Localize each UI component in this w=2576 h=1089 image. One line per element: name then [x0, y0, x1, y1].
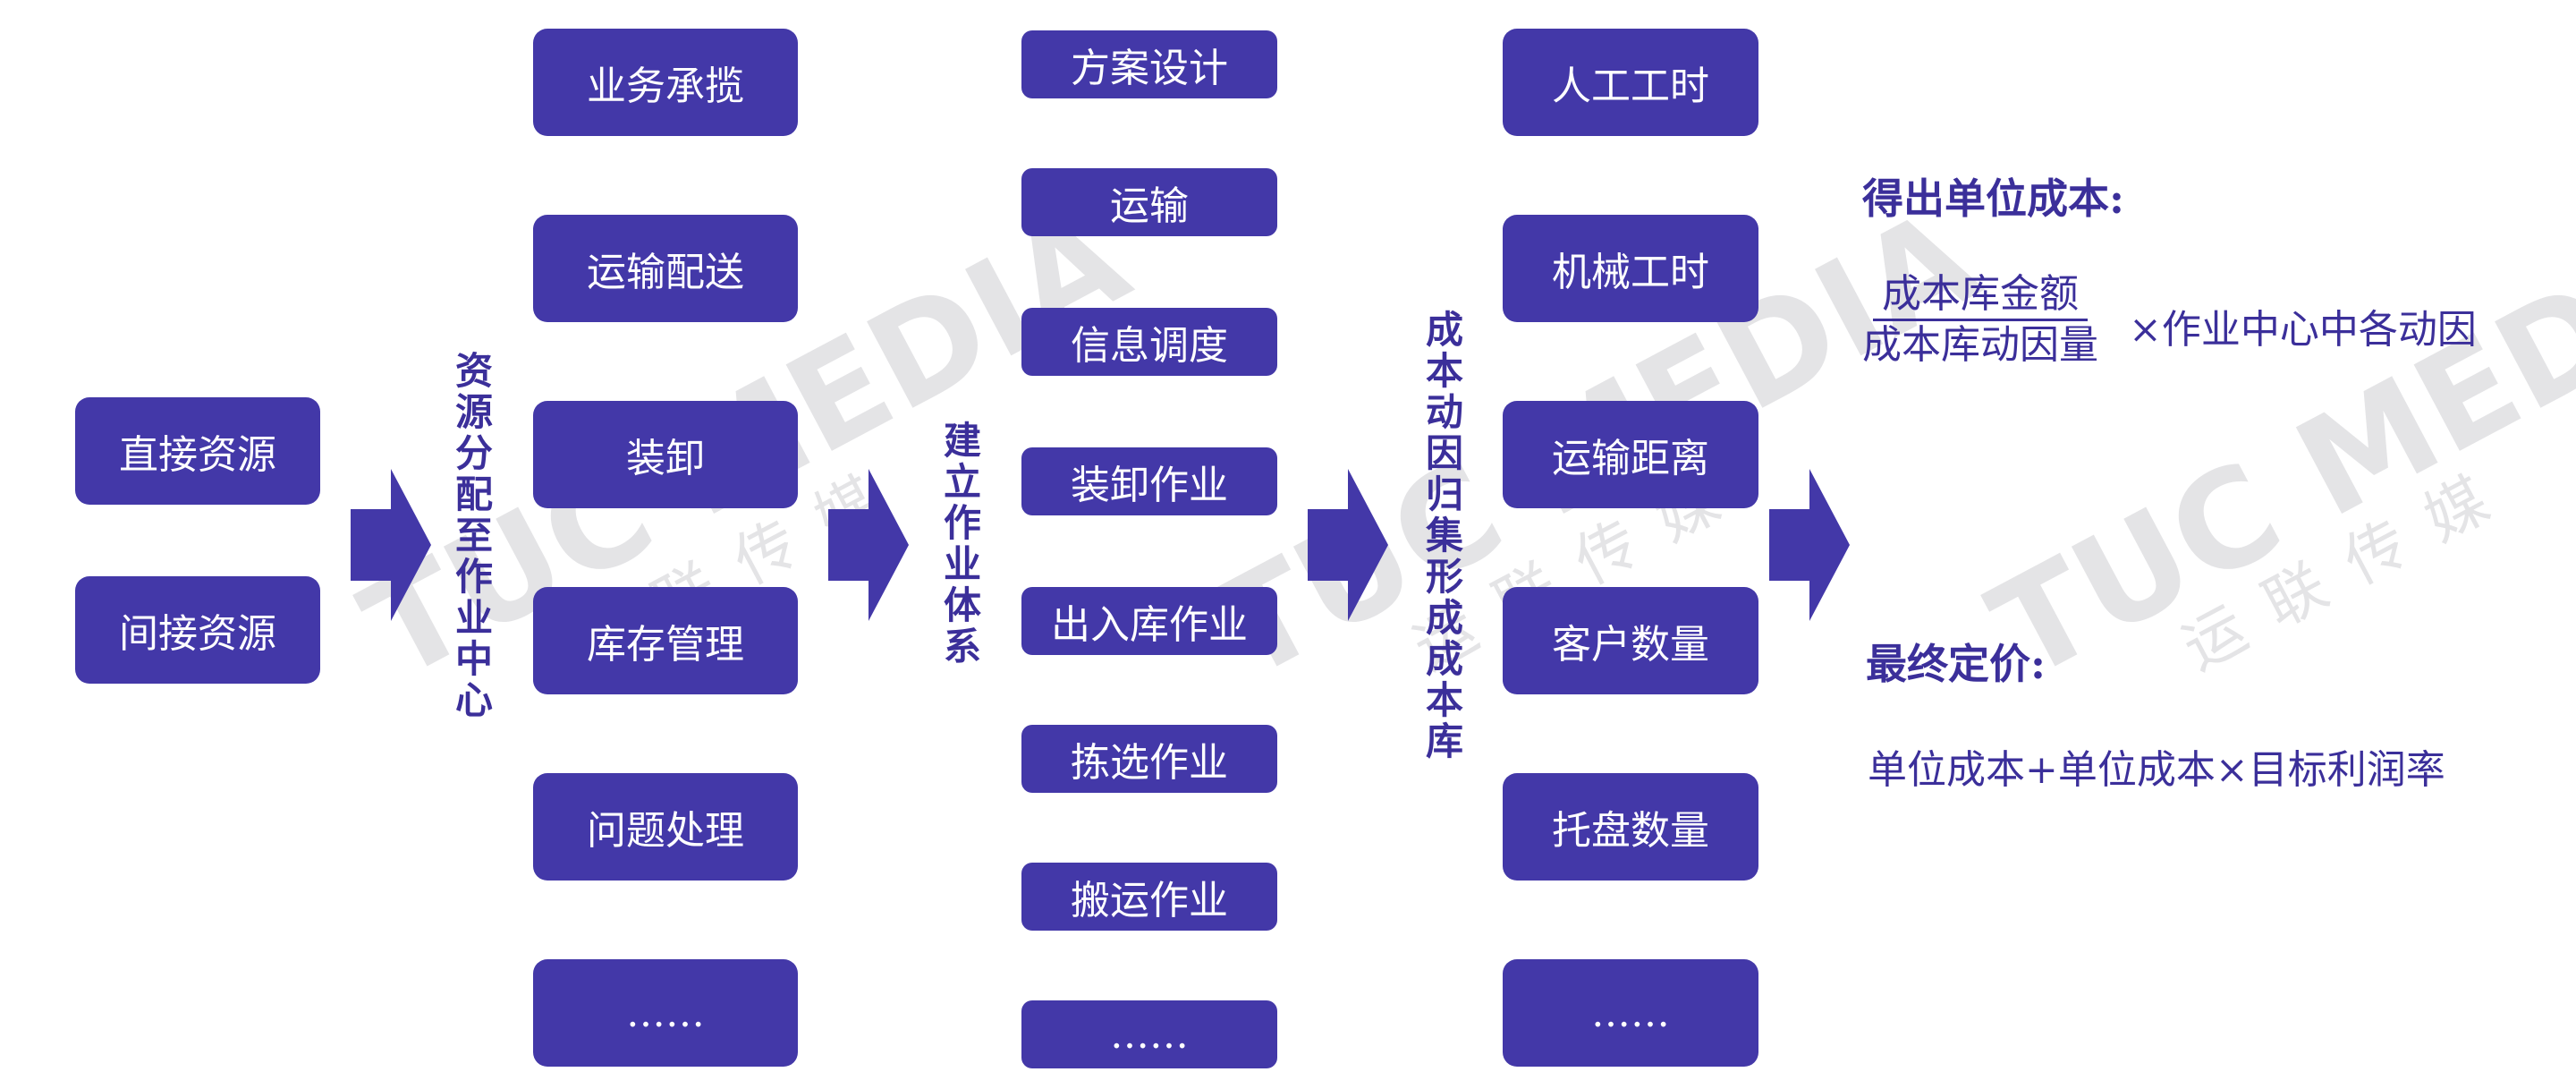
activity-center-box: 装卸 [533, 401, 798, 508]
final-price-title: 最终定价: [1866, 640, 2046, 688]
cost-driver-box: 托盘数量 [1503, 773, 1758, 881]
activity-center-box: 运输配送 [533, 215, 798, 322]
step-label-build-operations: 建立作业体系 [943, 419, 981, 668]
activity-center-box: 业务承揽 [533, 29, 798, 136]
resource-box-direct: 直接资源 [75, 397, 320, 505]
cost-driver-box-ellipsis: …… [1503, 959, 1758, 1067]
operation-box: 搬运作业 [1021, 863, 1277, 931]
activity-center-box: 问题处理 [533, 773, 798, 881]
operation-box: 方案设计 [1021, 30, 1277, 98]
step-label-allocate: 资源分配至作业中心 [454, 349, 493, 722]
operation-box: 拣选作业 [1021, 725, 1277, 793]
flow-arrow-1 [351, 469, 431, 621]
activity-center-box-ellipsis: …… [533, 959, 798, 1067]
cost-driver-box: 客户数量 [1503, 587, 1758, 694]
activity-center-box: 库存管理 [533, 587, 798, 694]
final-price-formula: 单位成本+单位成本×目标利润率 [1868, 747, 2445, 793]
flow-arrow-3 [1308, 469, 1388, 621]
flow-arrow-4 [1769, 469, 1850, 621]
step-label-cost-pool: 成本动因归集形成成本库 [1425, 308, 1463, 763]
operation-box: 装卸作业 [1021, 447, 1277, 515]
fraction-suffix: ×作业中心中各动因 [2129, 307, 2477, 353]
unit-cost-title: 得出单位成本: [1862, 174, 2124, 223]
fraction-denominator: 成本库动因量 [1862, 322, 2098, 368]
cost-driver-box: 人工工时 [1503, 29, 1758, 136]
flow-arrow-2 [828, 469, 909, 621]
unit-cost-fraction: 成本库金额 成本库动因量 [1862, 272, 2098, 368]
operation-box: 运输 [1021, 168, 1277, 236]
operation-box-ellipsis: …… [1021, 1000, 1277, 1068]
cost-driver-box: 机械工时 [1503, 215, 1758, 322]
operation-box: 信息调度 [1021, 308, 1277, 376]
resource-box-indirect: 间接资源 [75, 576, 320, 684]
cost-driver-box: 运输距离 [1503, 401, 1758, 508]
operation-box: 出入库作业 [1021, 587, 1277, 655]
fraction-numerator: 成本库金额 [1873, 272, 2088, 321]
